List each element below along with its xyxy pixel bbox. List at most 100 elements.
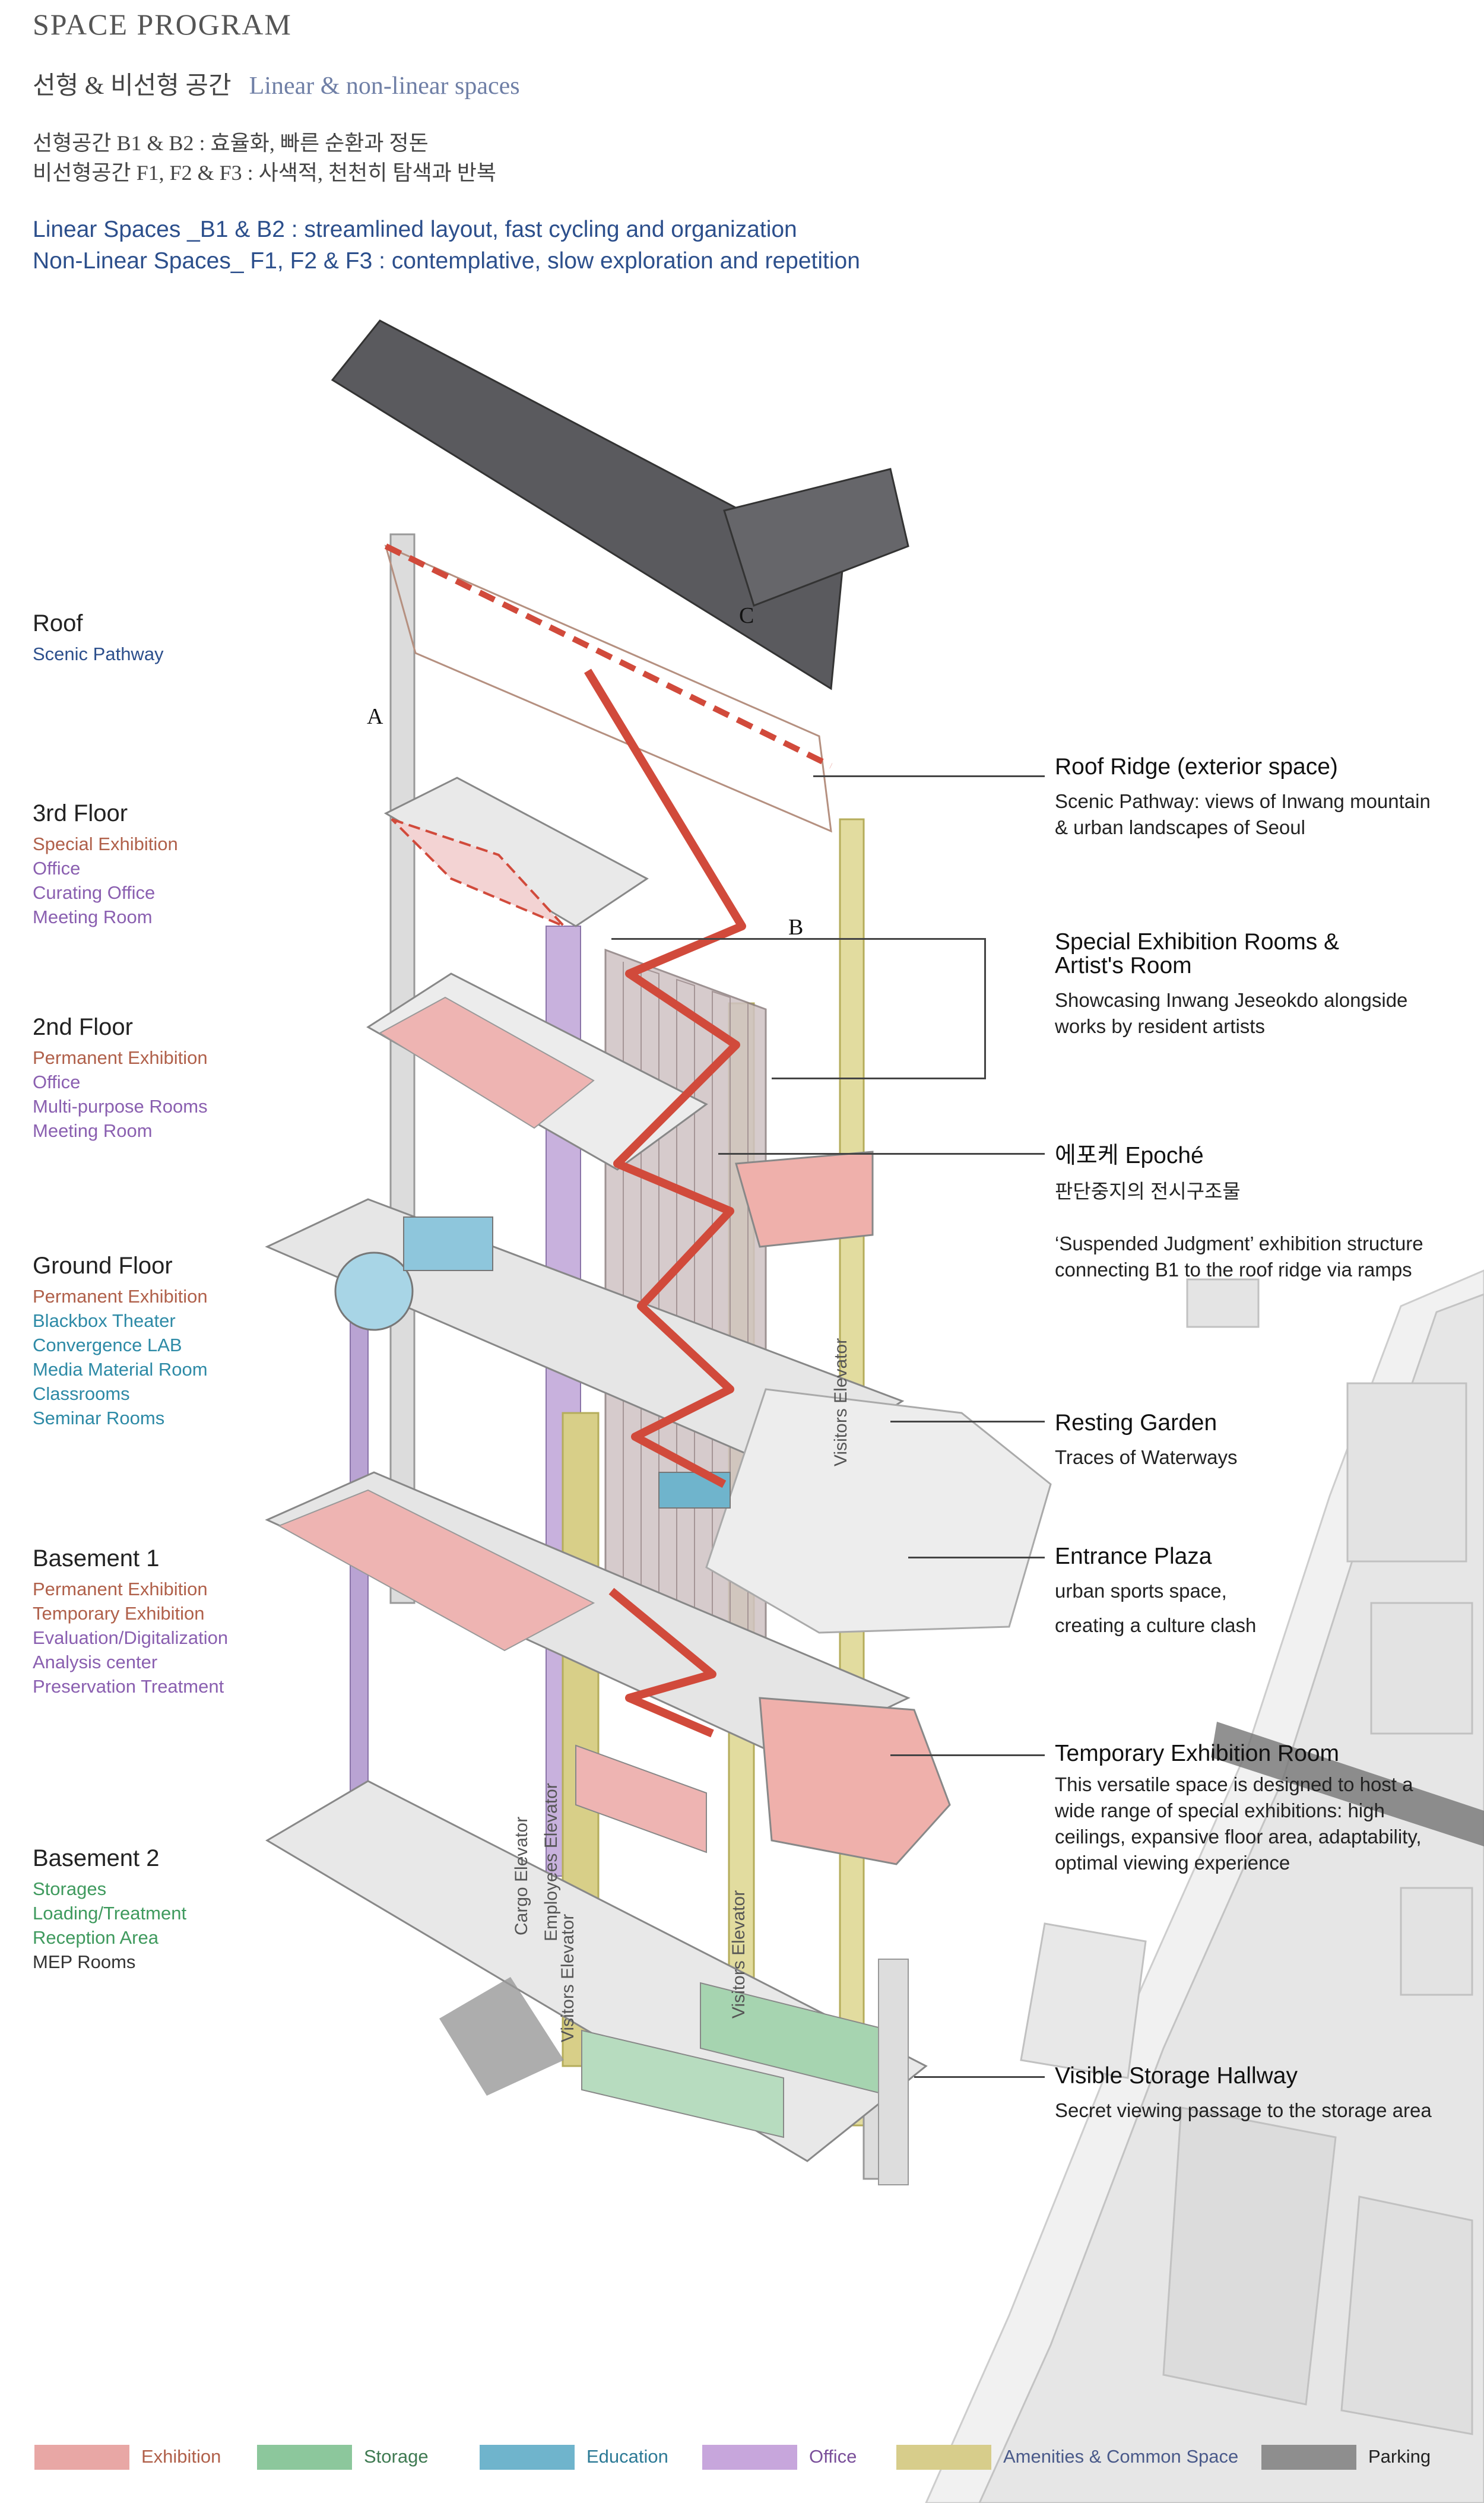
floor-title: Roof bbox=[33, 610, 83, 636]
legend-label: Parking bbox=[1368, 2446, 1431, 2467]
floor-item: Loading/Treatment bbox=[33, 1903, 187, 1924]
legend-label: Amenities & Common Space bbox=[1003, 2446, 1239, 2467]
callout-description: Secret viewing passage to the storage ar… bbox=[1055, 2099, 1432, 2121]
leader-line bbox=[914, 2076, 1045, 2078]
legend-label: Exhibition bbox=[141, 2446, 221, 2467]
site-map bbox=[925, 1269, 1484, 2503]
korean-description-line: 비선형공간 F1, F2 & F3 : 사색적, 천천히 탐색과 반복 bbox=[33, 161, 496, 185]
callout-epoche: 에포케 Epoché 판단중지의 전시구조물 ‘Suspended Judgme… bbox=[1055, 1137, 1423, 1283]
floor-item: Meeting Room bbox=[33, 1120, 153, 1141]
callout-title: Resting Garden bbox=[1055, 1410, 1217, 1436]
callout-description: optimal viewing experience bbox=[1055, 1852, 1290, 1874]
callout-description: Showcasing Inwang Jeseokdo alongside bbox=[1055, 989, 1408, 1011]
visitors-elevator-label: Visitors Elevator bbox=[831, 1338, 851, 1466]
floor-item: Storages bbox=[33, 1878, 107, 1899]
subtitle-english: Linear & non-linear spaces bbox=[249, 72, 520, 100]
cargo-elevator-label: Cargo Elevator bbox=[512, 1816, 531, 1935]
floor-title: 2nd Floor bbox=[33, 1014, 133, 1040]
callout-description: ceilings, expansive floor area, adaptabi… bbox=[1055, 1826, 1422, 1848]
floor-label-ground: Ground Floor Permanent Exhibition Blackb… bbox=[33, 1253, 208, 1430]
legend-label: Education bbox=[586, 2446, 668, 2467]
callout-title: Temporary Exhibition Room bbox=[1055, 1741, 1340, 1766]
floor-title: 3rd Floor bbox=[33, 800, 128, 826]
callout-special-exhibition-rooms: Special Exhibition Rooms & Artist's Room… bbox=[1055, 929, 1407, 1040]
floor-item: Permanent Exhibition bbox=[33, 1579, 208, 1599]
red-ramp bbox=[584, 668, 746, 1738]
english-description-line: Linear Spaces _B1 & B2 : streamlined lay… bbox=[33, 217, 797, 242]
floor-title: Ground Floor bbox=[33, 1253, 173, 1279]
floor-label-roof: Roof Scenic Pathway bbox=[33, 610, 164, 666]
callout-description: creating a culture clash bbox=[1055, 1614, 1257, 1636]
floor-title: Basement 1 bbox=[33, 1545, 160, 1571]
diagram-marker-b: B bbox=[788, 915, 804, 940]
floor-label-basement-1: Basement 1 Permanent Exhibition Temporar… bbox=[33, 1545, 228, 1699]
callout-title: Visible Storage Hallway bbox=[1055, 2063, 1298, 2089]
leader-line bbox=[813, 775, 1045, 777]
callout-temporary-exhibition-room: Temporary Exhibition Room This versatile… bbox=[1055, 1741, 1422, 1876]
callout-description bbox=[1055, 1205, 1423, 1231]
floor-item: Convergence LAB bbox=[33, 1335, 182, 1355]
callout-description: Scenic Pathway: views of Inwang mountain bbox=[1055, 790, 1431, 812]
floor-item: Office bbox=[33, 1072, 81, 1092]
subtitle-korean: 선형 & 비선형 공간 bbox=[33, 72, 232, 100]
legend-swatch bbox=[34, 2445, 129, 2470]
callout-entrance-plaza: Entrance Plaza urban sports space, creat… bbox=[1055, 1544, 1256, 1639]
visitors-elevator-label: Visitors Elevator bbox=[558, 1913, 578, 2042]
callout-title: Special Exhibition Rooms & bbox=[1055, 929, 1340, 955]
legend-swatch bbox=[257, 2445, 352, 2470]
floor-item: Blackbox Theater bbox=[33, 1310, 176, 1331]
floor-item: Analysis center bbox=[33, 1652, 158, 1672]
floor-item: Meeting Room bbox=[33, 907, 153, 927]
floor-item: Temporary Exhibition bbox=[33, 1603, 205, 1624]
floor-item: Preservation Treatment bbox=[33, 1676, 224, 1697]
leader-line bbox=[890, 1421, 1045, 1422]
floor-item: Media Material Room bbox=[33, 1359, 208, 1380]
callout-description: ‘Suspended Judgment’ exhibition structur… bbox=[1055, 1233, 1423, 1254]
callout-title: Artist's Room bbox=[1055, 953, 1192, 978]
korean-description-line: 선형공간 B1 & B2 : 효율화, 빠른 순환과 정돈 bbox=[33, 131, 429, 155]
floor-item: Classrooms bbox=[33, 1383, 130, 1404]
floor-title: Basement 2 bbox=[33, 1845, 160, 1871]
callout-description: wide range of special exhibitions: high bbox=[1055, 1799, 1385, 1821]
legend-swatch bbox=[702, 2445, 797, 2470]
floor-item: Reception Area bbox=[33, 1927, 158, 1948]
floor-item: Multi-purpose Rooms bbox=[33, 1096, 208, 1117]
leader-line bbox=[772, 1078, 985, 1079]
legend-swatch bbox=[1261, 2445, 1356, 2470]
leader-line bbox=[984, 938, 986, 1079]
leader-line bbox=[890, 1754, 1045, 1756]
english-description-line: Non-Linear Spaces_ F1, F2 & F3 : contemp… bbox=[33, 248, 860, 274]
floor-item: Office bbox=[33, 858, 81, 879]
floor-item: Curating Office bbox=[33, 882, 156, 903]
legend-label: Office bbox=[809, 2446, 857, 2467]
leader-line bbox=[908, 1557, 1045, 1558]
leader-line bbox=[611, 938, 985, 940]
callout-resting-garden: Resting Garden Traces of Waterways bbox=[1055, 1410, 1237, 1471]
floor-item: Permanent Exhibition bbox=[33, 1047, 208, 1068]
visitors-elevator-label: Visitors Elevator bbox=[729, 1890, 749, 2019]
floor-item: Scenic Pathway bbox=[33, 644, 164, 664]
floor-plates bbox=[265, 319, 1052, 2185]
floor-label-2nd: 2nd Floor Permanent Exhibition Office Mu… bbox=[33, 1014, 208, 1143]
callout-description: Traces of Waterways bbox=[1055, 1446, 1238, 1468]
callout-description: works by resident artists bbox=[1055, 1015, 1265, 1037]
callout-title: Roof Ridge (exterior space) bbox=[1055, 754, 1338, 780]
callout-visible-storage-hallway: Visible Storage Hallway Secret viewing p… bbox=[1055, 2063, 1432, 2124]
callout-description: 판단중지의 전시구조물 bbox=[1055, 1180, 1241, 1202]
callout-description: urban sports space, bbox=[1055, 1580, 1227, 1602]
diagram-marker-c: C bbox=[739, 603, 754, 628]
floor-label-3rd: 3rd Floor Special Exhibition Office Cura… bbox=[33, 800, 178, 929]
callout-description: & urban landscapes of Seoul bbox=[1055, 816, 1305, 838]
callout-title: Entrance Plaza bbox=[1055, 1544, 1212, 1569]
floor-item: MEP Rooms bbox=[33, 1951, 136, 1972]
floor-label-basement-2: Basement 2 Storages Loading/Treatment Re… bbox=[33, 1845, 186, 1974]
callout-roof-ridge: Roof Ridge (exterior space) Scenic Pathw… bbox=[1055, 754, 1431, 841]
leader-line bbox=[718, 1153, 1045, 1155]
legend-swatch bbox=[480, 2445, 575, 2470]
floor-item: Permanent Exhibition bbox=[33, 1286, 208, 1307]
callout-description: connecting B1 to the roof ridge via ramp… bbox=[1055, 1259, 1412, 1281]
floor-item: Evaluation/Digitalization bbox=[33, 1627, 229, 1648]
legend-label: Storage bbox=[364, 2446, 429, 2467]
page-title: SPACE PROGRAM bbox=[33, 8, 292, 41]
